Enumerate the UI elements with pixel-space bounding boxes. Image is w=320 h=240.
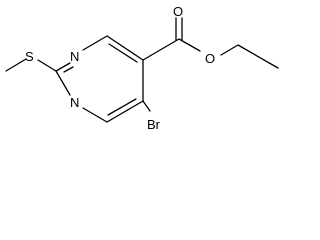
bond-n1-c6 bbox=[82, 35, 108, 51]
bond-s-c2 bbox=[37, 59, 57, 72]
bond-methyl-s bbox=[5, 58, 27, 72]
bond-c2-n1 bbox=[55, 62, 71, 72]
bond-ch2-ch3 bbox=[237, 44, 279, 69]
atom-carbonyl-oxygen: O bbox=[173, 4, 183, 19]
bond-c6-c5-inner bbox=[108, 43, 138, 63]
atom-ester-oxygen: O bbox=[205, 51, 215, 66]
bond-n3-c2 bbox=[55, 70, 71, 96]
bond-ch-n3 bbox=[82, 107, 108, 123]
atom-bromine: Br bbox=[147, 117, 161, 132]
bond-c2-n1-inner bbox=[63, 66, 74, 73]
bond-c4-c-h bbox=[106, 100, 144, 123]
bond-ester-o-ch2 bbox=[220, 44, 239, 56]
bond-ring-carbonyl-carbon bbox=[142, 38, 180, 61]
bond-c4-br bbox=[142, 100, 151, 112]
atom-n1: N bbox=[70, 49, 79, 64]
molecule-structure: S N N O O Br bbox=[5, 4, 279, 132]
atom-n3: N bbox=[70, 95, 79, 110]
atom-sulfur: S bbox=[25, 49, 34, 64]
bond-carbonyl-ester-o bbox=[178, 38, 201, 52]
bond-c6-c5 bbox=[106, 35, 144, 61]
bond-c4-ch-inner bbox=[107, 98, 137, 116]
